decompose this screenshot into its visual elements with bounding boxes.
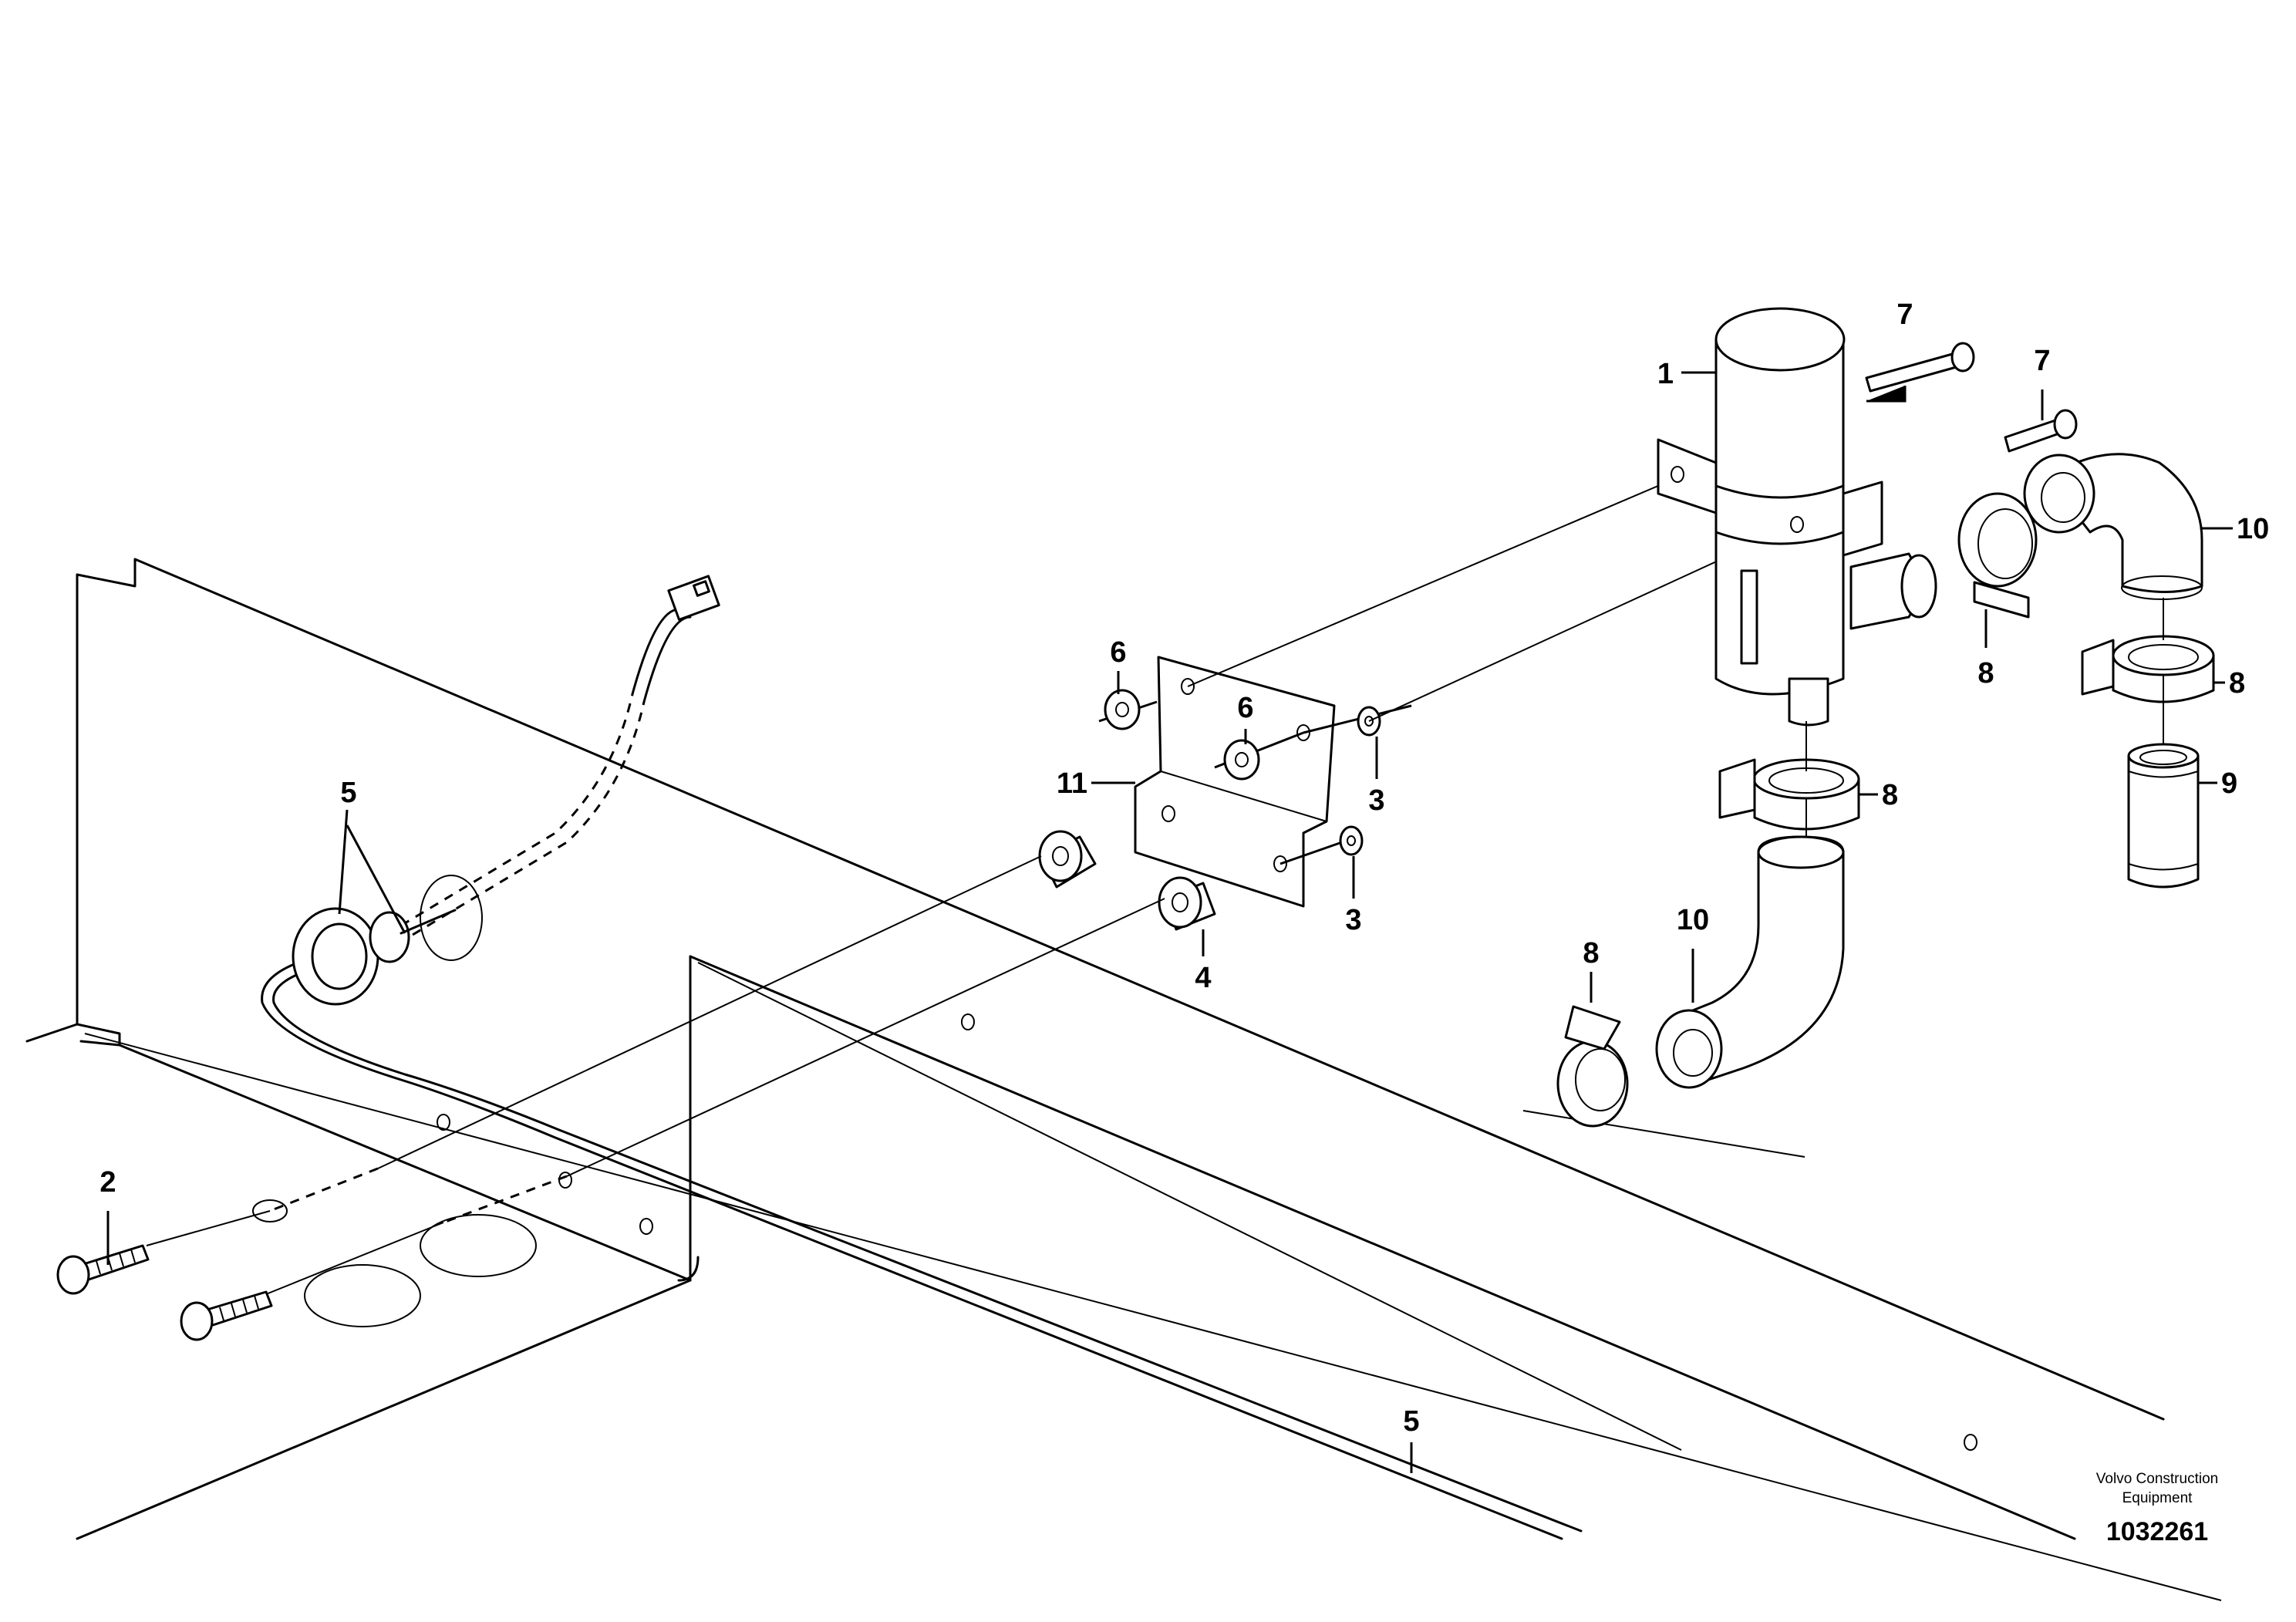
callout-2: 2: [99, 1166, 116, 1199]
callout-6-middle: 6: [1237, 692, 1253, 724]
callout-8-clamp-right: 8: [2229, 667, 2245, 700]
elbow-hose-lower: [1655, 835, 1845, 1089]
callout-5-cable: 5: [1403, 1405, 1419, 1438]
screw-upper-right: [1865, 342, 1975, 393]
callout-10-upper: 10: [2237, 513, 2269, 545]
assembly-lines: [146, 474, 1805, 1297]
rubber-bushing-upper: [1038, 830, 1097, 889]
callout-10-lower: 10: [1677, 904, 1709, 936]
grommet: [292, 907, 457, 1006]
callout-6-upper: 6: [1110, 636, 1126, 669]
callout-5-grommet: 5: [340, 777, 356, 809]
callout-11: 11: [1057, 767, 1087, 800]
screw-lower-right: [2004, 409, 2078, 453]
assembly-lines-right: [1805, 598, 2164, 837]
company-name-line1: Volvo Construction: [2096, 1471, 2218, 1487]
callout-labels: 1 2 3 3 4 5 5 6 6 7 7 8 8 8 8 9 10 10 11: [99, 298, 2269, 1438]
drawing-footer: Volvo Construction Equipment 1032261: [2096, 1471, 2218, 1546]
callout-3-lower: 3: [1345, 904, 1361, 936]
elbow-hose-upper: [2023, 453, 2203, 600]
washer-lower: [1279, 825, 1364, 865]
bolt-lower: [180, 1290, 273, 1341]
frame-plate: [25, 558, 2222, 1601]
callout-8-clamp-pump: 8: [1882, 779, 1898, 811]
nut-middle: [1214, 731, 1304, 781]
connector-tube: [2127, 743, 2200, 889]
leader-lines: [106, 371, 2233, 1473]
callout-8-clamp-left: 8: [1583, 937, 1599, 969]
cable-harness: [261, 575, 1583, 1540]
callout-7-upper: 7: [1896, 298, 1913, 331]
drawing-number: 1032261: [2106, 1517, 2208, 1546]
hose-clamp-pump-bottom: [1718, 758, 1860, 831]
callout-9: 9: [2221, 767, 2237, 800]
water-pump: [1657, 307, 1937, 727]
callout-1: 1: [1657, 358, 1674, 390]
bolt-upper: [56, 1244, 150, 1295]
hose-clamp-pump-outlet: [1957, 492, 2038, 619]
callout-4: 4: [1195, 962, 1211, 994]
callout-7-lower: 7: [2034, 345, 2050, 377]
callout-8-clamp-outlet: 8: [1977, 657, 1994, 690]
company-name-line2: Equipment: [2122, 1490, 2193, 1506]
callout-3-upper: 3: [1368, 784, 1384, 817]
mounting-bracket: [1134, 656, 1336, 908]
hose-clamp-upper-right: [2081, 635, 2215, 703]
nut-upper: [1098, 689, 1158, 730]
rubber-bushing-lower: [1158, 876, 1216, 931]
hose-clamp-lower-left: [1556, 1005, 1629, 1128]
